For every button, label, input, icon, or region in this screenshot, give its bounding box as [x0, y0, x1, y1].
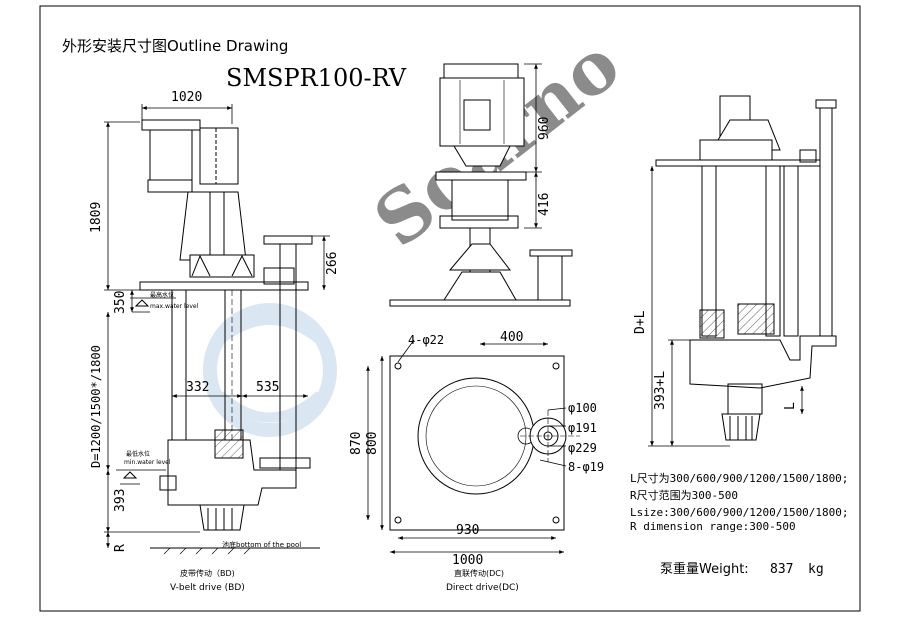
dim-R: R — [113, 544, 128, 552]
dim-266: 266 — [325, 252, 340, 275]
right-view-dimensions — [648, 166, 804, 447]
dim-960: 960 — [537, 117, 552, 140]
dim-393-plus-L: 393+L — [653, 371, 668, 410]
note-line-4: R dimension range:300-500 — [630, 520, 796, 533]
middle-view-dimensions — [524, 63, 542, 229]
right-view-pump — [655, 95, 837, 441]
dim-1809: 1809 — [89, 202, 104, 233]
watermark-logo — [203, 303, 337, 437]
middle-view-direct-drive — [389, 63, 573, 307]
dim-1000: 1000 — [452, 553, 483, 568]
note-line-1: L尺寸为300/600/900/1200/1500/1800; — [630, 471, 848, 485]
min-level-en: min.water level — [124, 459, 171, 466]
dim-930: 930 — [456, 523, 479, 538]
direct-drive-caption-en: Direct drive(DC) — [446, 583, 519, 593]
dim-D: D=1200/1500*/1800 — [89, 345, 103, 468]
belt-drive-caption-en: V-belt drive (BD) — [170, 583, 245, 593]
flange-phi100: φ100 — [568, 401, 597, 415]
dim-416: 416 — [537, 193, 552, 216]
flange-phi229: φ229 — [568, 441, 597, 455]
max-level-cn: 最高水位 — [150, 291, 174, 299]
note-line-3: Lsize:300/600/900/1200/1500/1800; — [630, 506, 849, 519]
dim-D-plus-L: D+L — [633, 310, 648, 334]
flange-8-phi19: 8-φ19 — [568, 460, 604, 474]
dim-393-left: 393 — [113, 489, 128, 512]
middle-plan-view — [389, 355, 580, 531]
dim-L: L — [783, 402, 798, 410]
dim-400: 400 — [500, 330, 523, 345]
holes-4-phi22: 4-φ22 — [408, 333, 444, 347]
min-level-cn: 最低水位 — [126, 450, 150, 458]
dim-800: 800 — [365, 432, 380, 455]
pool-bottom-label: 池底bottom of the pool — [222, 540, 301, 549]
dim-535: 535 — [256, 380, 279, 395]
plan-dimensions — [366, 339, 567, 554]
left-view-belt-drive — [116, 119, 320, 555]
weight-label: 泵重量Weight: — [660, 561, 749, 577]
dim-350: 350 — [113, 291, 128, 314]
model-number: SMSPR100-RV — [226, 64, 407, 92]
direct-drive-caption-cn: 直联传动(DC) — [454, 568, 504, 578]
left-view-dimensions — [104, 104, 330, 548]
weight-unit: kg — [808, 562, 824, 577]
sheet-border — [39, 5, 861, 612]
belt-drive-caption-cn: 皮带传动（BD) — [180, 568, 235, 578]
flange-phi191: φ191 — [568, 421, 597, 435]
note-line-2: R尺寸范围为300-500 — [630, 488, 738, 502]
drawing-title: 外形安装尺寸图Outline Drawing — [62, 37, 288, 55]
dim-332: 332 — [186, 380, 209, 395]
weight-value: 837 — [770, 562, 793, 577]
dim-1020: 1020 — [171, 90, 202, 105]
max-level-en: max.water level — [150, 303, 199, 310]
dim-870: 870 — [349, 432, 364, 455]
